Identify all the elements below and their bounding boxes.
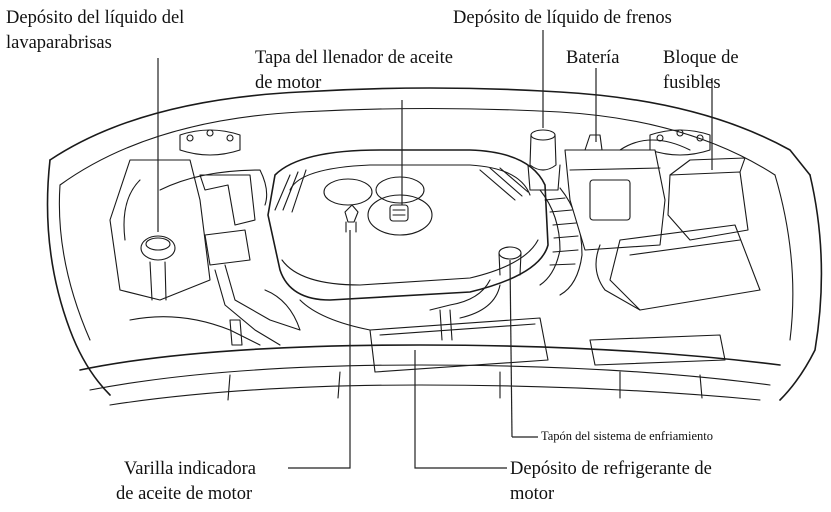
engine-cover (267, 149, 549, 301)
battery (564, 134, 691, 251)
fuse-block (667, 157, 749, 241)
label-fuse-block-line1: Bloque de (663, 48, 739, 68)
right-strut-tower (649, 129, 711, 156)
label-oil-dipstick-line1: Varilla indicadora (124, 459, 257, 479)
coolant-reservoir (369, 246, 549, 373)
label-fuse-block-line2: fusibles (663, 73, 721, 93)
label-coolant-reservoir-line2: motor (510, 484, 555, 504)
label-coolant-reservoir-line1: Depósito de refrigerante de (510, 459, 712, 479)
label-oil-dipstick-line2: de aceite de motor (116, 484, 253, 504)
label-washer-fluid-line1: Depósito del líquido del (6, 8, 185, 28)
label-brake-fluid: Depósito de líquido de frenos (453, 8, 672, 28)
label-battery: Batería (566, 48, 620, 68)
label-cooling-cap: Tapón del sistema de enfriamiento (541, 429, 713, 443)
label-washer-fluid-line2: lavaparabrisas (6, 33, 112, 53)
left-strut-tower (179, 129, 241, 156)
label-oil-filler-cap-line1: Tapa del llenador de aceite (255, 48, 453, 68)
brake-fluid-reservoir (527, 129, 561, 191)
label-oil-filler-cap-line2: de motor (255, 73, 322, 93)
washer-reservoir (109, 159, 211, 301)
leader-lines (157, 30, 713, 469)
